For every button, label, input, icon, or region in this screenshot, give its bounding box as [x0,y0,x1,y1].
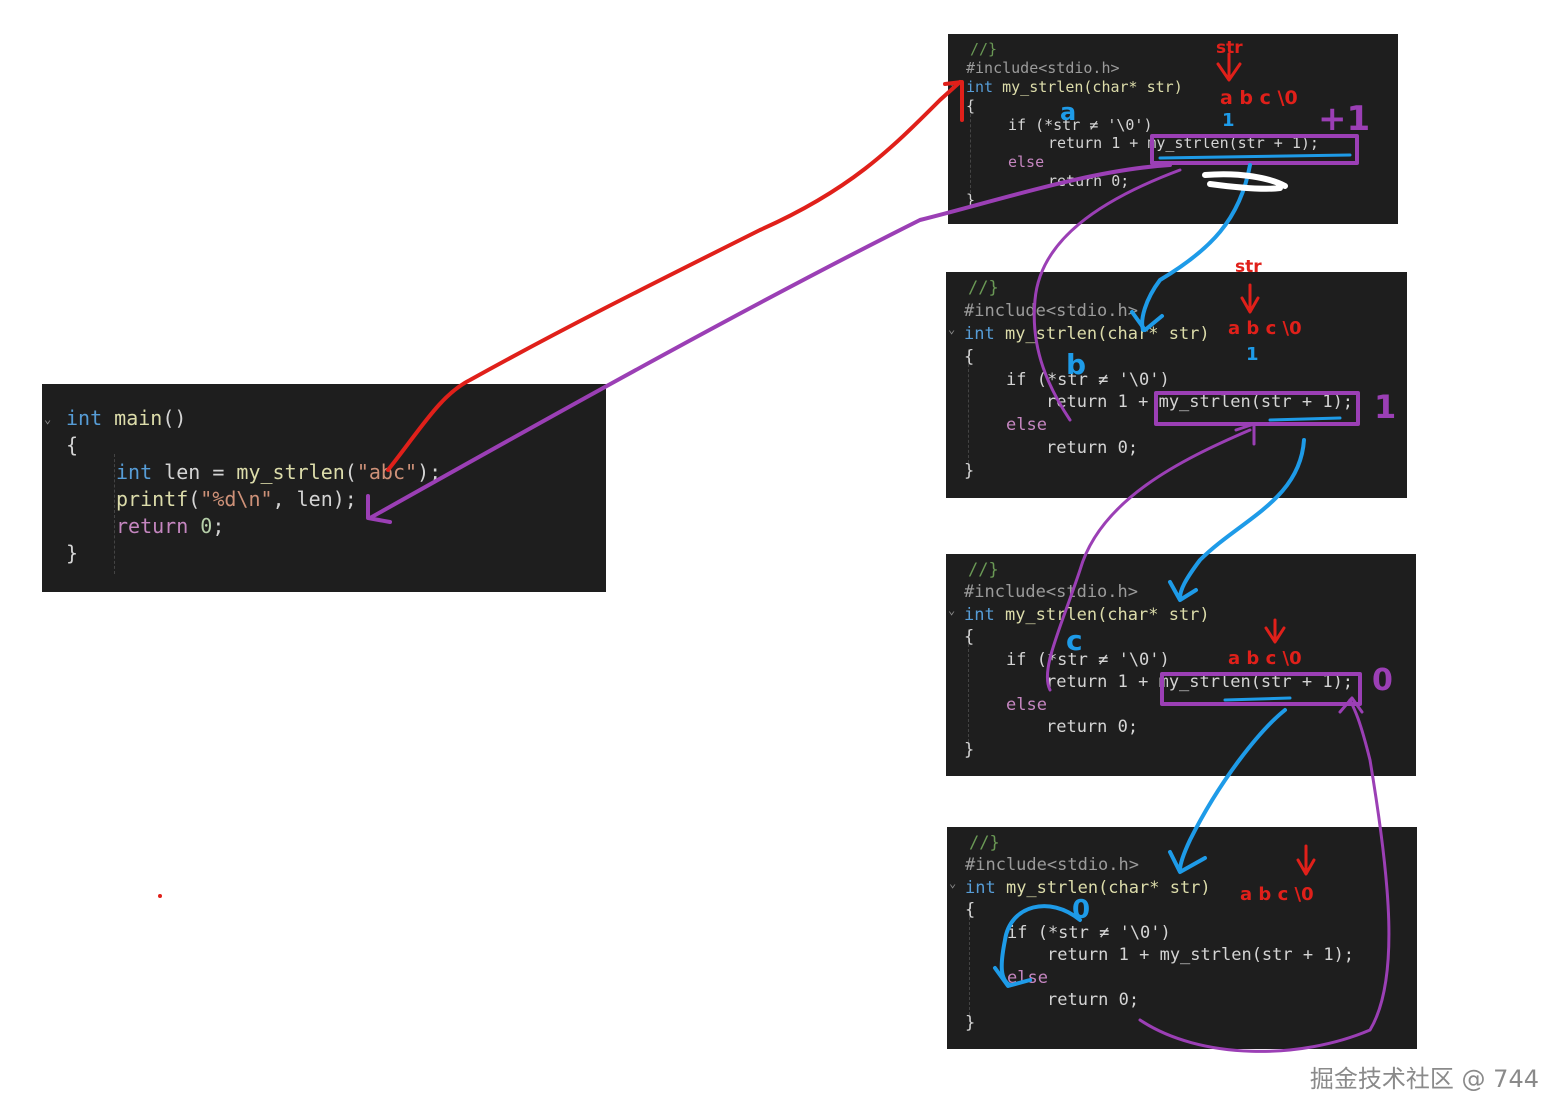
blue-char-c: c [1066,624,1083,657]
red-dot [158,894,162,898]
main-signature: int main() [66,406,187,430]
close-brace: } [964,461,975,482]
recursion-frame-4: ⌄ //}#include<stdio.h>int my_strlen(char*… [947,827,1417,1049]
red-down-arrow-2 [1240,283,1260,314]
blue-underline-2 [1268,416,1342,422]
comment-line: //} [968,278,999,298]
fold-chevron-icon: ⌄ [949,875,957,890]
indent-guide [969,902,970,1015]
blue-call-2-to-3 [1178,438,1306,600]
main-len-line: int len = my_strlen("abc"); [116,460,442,484]
blue-char-b: b [1066,348,1086,381]
open-brace: { [965,900,976,921]
purple-box-1 [1150,134,1359,165]
purple-arrow-head-3 [1234,422,1256,446]
chars-label-1: a b c \0 [1220,87,1298,109]
main-close-brace: } [66,541,79,565]
return-zero-line: return 0; [1046,438,1139,459]
purple-return-2-to-1 [1032,168,1182,422]
blue-arrow-head-2 [1168,580,1198,602]
main-code-panel: ⌄ int main() { int len = my_strlen("abc"… [42,384,606,592]
chars-label-4: a b c \0 [1240,884,1314,905]
return-recursive-line: return 1 + my_strlen(str + 1); [1048,134,1319,153]
red-down-arrow-3 [1264,618,1286,644]
signature-line: int my_strlen(char* str) [965,877,1211,898]
if-line: if (*str ≠ '\0') [1008,115,1153,134]
include-line: #include<stdio.h> [965,855,1139,876]
main-printf-line: printf("%d\n", len); [116,487,357,511]
watermark: 掘金技术社区 @ 744 [1309,1065,1539,1093]
recursion-frame-2: ⌄ //}#include<stdio.h>int my_strlen(char*… [946,272,1407,498]
indent-guide [968,629,969,742]
red-down-arrow-1 [1216,52,1242,82]
blue-char-0: 0 [1072,895,1090,925]
fold-chevron-icon: ⌄ [948,321,956,336]
else-line: else [1008,153,1045,172]
str-label-1: str [1216,38,1243,58]
blue-call-1-to-2 [1140,163,1252,332]
purple-plus-one: +1 [1318,99,1370,139]
comment-line: //} [969,833,1000,853]
red-arrow-head [943,80,964,122]
indent-guide [114,454,115,574]
include-line: #include<stdio.h> [964,300,1138,321]
red-call-arrow [386,80,962,472]
open-brace: { [964,627,975,648]
close-brace: } [965,1012,976,1033]
purple-box-3 [1160,672,1362,706]
blue-loop-head [993,966,1032,988]
blue-arrow-head-1 [1130,310,1164,332]
signature-line: int my_strlen(char* str) [964,604,1210,625]
blue-call-3-to-4 [1178,708,1287,872]
purple-arrow-head [366,494,392,524]
purple-zero: 0 [1372,663,1393,698]
blue-one-2: 1 [1246,344,1259,365]
blue-underline-3 [1223,696,1292,702]
blue-underline-1 [1158,153,1352,160]
purple-return-4-to-3 [1138,698,1391,1053]
chars-label-2: a b c \0 [1228,318,1302,339]
chars-label-3: a b c \0 [1228,648,1302,669]
main-open-brace: { [66,433,79,457]
purple-return-arrow [368,163,1172,520]
purple-return-3-to-2 [1045,428,1252,692]
purple-box-2 [1154,391,1360,426]
open-brace: { [964,346,975,367]
include-line: #include<stdio.h> [964,582,1138,603]
else-line: else [1006,694,1047,715]
blue-loop-frame4 [999,904,1082,987]
str-label-2: str [1235,257,1262,277]
fold-chevron-icon: ⌄ [44,412,52,426]
signature-line: int my_strlen(char* str) [964,323,1210,344]
purple-one: 1 [1374,388,1396,426]
main-return-line: return 0; [116,514,225,538]
blue-arrow-head-3 [1168,850,1207,874]
comment-line: //} [970,40,998,58]
white-scribble [1202,171,1288,192]
indent-guide [968,348,969,464]
red-down-arrow-4 [1296,844,1316,876]
return-recursive-line: return 1 + my_strlen(str + 1); [1047,945,1355,966]
blue-char-a: a [1060,98,1076,126]
close-brace: } [964,739,975,760]
signature-line: int my_strlen(char* str) [966,77,1183,96]
purple-arrow-head-2 [1338,696,1364,714]
fold-chevron-icon: ⌄ [948,602,956,617]
return-zero-line: return 0; [1047,990,1140,1011]
if-line: if (*str ≠ '\0') [1007,922,1171,943]
blue-one-1: 1 [1222,110,1235,131]
open-brace: { [966,96,976,115]
return-zero-line: return 0; [1046,717,1139,738]
return-recursive-line: return 1 + my_strlen(str + 1); [1046,392,1354,413]
indent-guide [970,98,971,194]
comment-line: //} [968,560,999,580]
return-recursive-line: return 1 + my_strlen(str + 1); [1046,672,1354,693]
else-line: else [1006,415,1047,436]
include-line: #include<stdio.h> [966,58,1120,77]
close-brace: } [966,191,976,210]
